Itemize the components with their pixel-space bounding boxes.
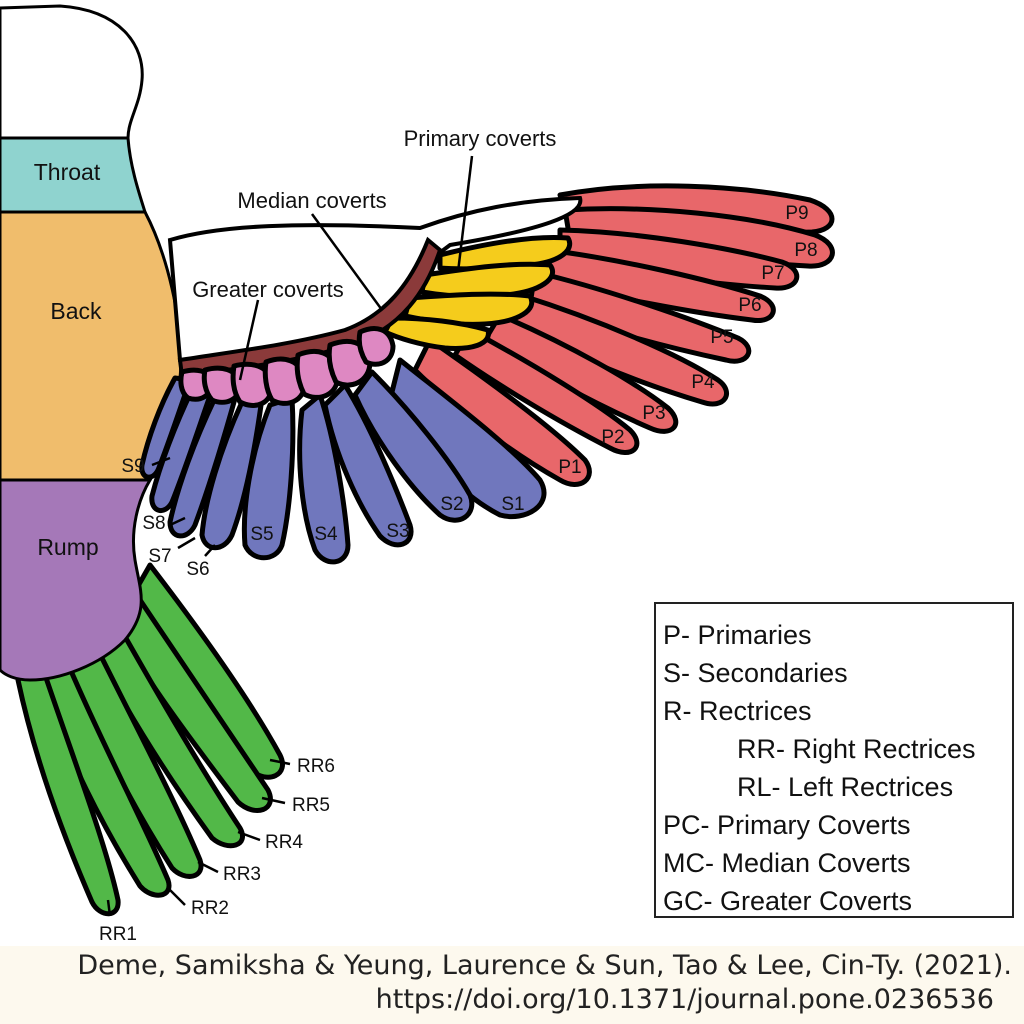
label-s7: S7: [148, 546, 171, 567]
greater-covert-7: [356, 326, 396, 367]
label-p5: P5: [710, 327, 733, 348]
citation-authors: Deme, Samiksha & Yeung, Laurence & Sun, …: [77, 950, 1012, 981]
legend-item-right-rectrices: RR- Right Rectrices: [737, 734, 976, 764]
legend-item-rectrices: R- Rectrices: [663, 696, 812, 726]
legend-item-greater-coverts: GC- Greater Coverts: [663, 886, 913, 916]
label-p6: P6: [738, 295, 761, 316]
pointer-rr1: [106, 899, 112, 917]
label-rr3: RR3: [223, 864, 261, 885]
citation-doi-link[interactable]: https://doi.org/10.1371/journal.pone.023…: [375, 984, 994, 1015]
legend-box: P- Primaries S- Secondaries R- Rectrices…: [654, 602, 1014, 918]
label-rr1: RR1: [99, 924, 137, 945]
label-primary-coverts: Primary coverts: [404, 126, 557, 151]
secondary-feathers: [139, 357, 547, 565]
greater-coverts-group: [178, 326, 396, 408]
head-region: [0, 4, 144, 140]
pointer-lines: [106, 155, 474, 917]
pointer-rr4: [237, 830, 261, 842]
secondary-s9-shape: [139, 375, 193, 480]
label-rr6: RR6: [297, 756, 335, 777]
legend-item-median-coverts: MC- Median Coverts: [663, 848, 911, 878]
pointer-s8: [169, 516, 186, 527]
pointer-median-coverts: [310, 213, 384, 311]
primary-feathers: [412, 183, 835, 487]
label-s3: S3: [386, 521, 409, 542]
label-p3: P3: [642, 403, 665, 424]
bird-feather-diagram: Throat Back Rump Primary coverts Median …: [0, 4, 835, 945]
secondary-s2-shape: [352, 369, 475, 523]
label-throat: Throat: [34, 159, 101, 185]
label-s9: S9: [121, 456, 144, 477]
pointer-rr2: [169, 889, 186, 906]
legend-item-secondaries: S- Secondaries: [663, 658, 848, 688]
pointer-greater-coverts: [238, 299, 260, 381]
label-p1: P1: [558, 457, 581, 478]
pointer-rr3: [197, 860, 219, 874]
secondary-s4-shape: [297, 392, 351, 565]
label-p7: P7: [761, 263, 784, 284]
rump-region: [0, 478, 153, 682]
primary-coverts-group: [382, 235, 573, 351]
greater-covert-3: [230, 361, 275, 408]
label-p4: P4: [691, 372, 715, 393]
legend-item-left-rectrices: RL- Left Rectrices: [737, 772, 954, 802]
figure-area: Throat Back Rump Primary coverts Median …: [0, 0, 1024, 946]
label-s8: S8: [142, 513, 165, 534]
pointer-rr5: [261, 796, 286, 805]
pointer-rr6: [269, 758, 291, 766]
pointer-primary-coverts: [456, 155, 474, 273]
label-p9: P9: [785, 203, 808, 224]
legend-item-primary-coverts: PC- Primary Coverts: [663, 810, 911, 840]
label-back: Back: [50, 298, 102, 324]
pointer-s9: [151, 456, 171, 467]
label-s2: S2: [440, 494, 463, 515]
label-rump: Rump: [37, 534, 98, 560]
label-greater-coverts: Greater coverts: [192, 277, 344, 302]
label-rr4: RR4: [265, 832, 303, 853]
pointer-s7: [177, 536, 196, 550]
pointer-s6: [204, 544, 216, 557]
secondary-s3-shape: [322, 382, 414, 548]
label-s5: S5: [250, 524, 273, 545]
label-p8: P8: [794, 240, 817, 261]
label-s1: S1: [501, 494, 524, 515]
label-rr2: RR2: [191, 898, 229, 919]
label-rr5: RR5: [292, 795, 330, 816]
label-median-coverts: Median coverts: [237, 188, 386, 213]
label-s6: S6: [186, 559, 209, 580]
label-s4: S4: [314, 524, 338, 545]
legend-item-primaries: P- Primaries: [663, 620, 812, 650]
tail-feathers: [15, 562, 285, 917]
citation-footer: Deme, Samiksha & Yeung, Laurence & Sun, …: [0, 946, 1024, 1024]
label-p2: P2: [601, 427, 624, 448]
primary-p2-shape: [452, 327, 640, 455]
primary-covert-4: [382, 315, 491, 351]
rectrix-rr1-shape: [15, 657, 121, 917]
